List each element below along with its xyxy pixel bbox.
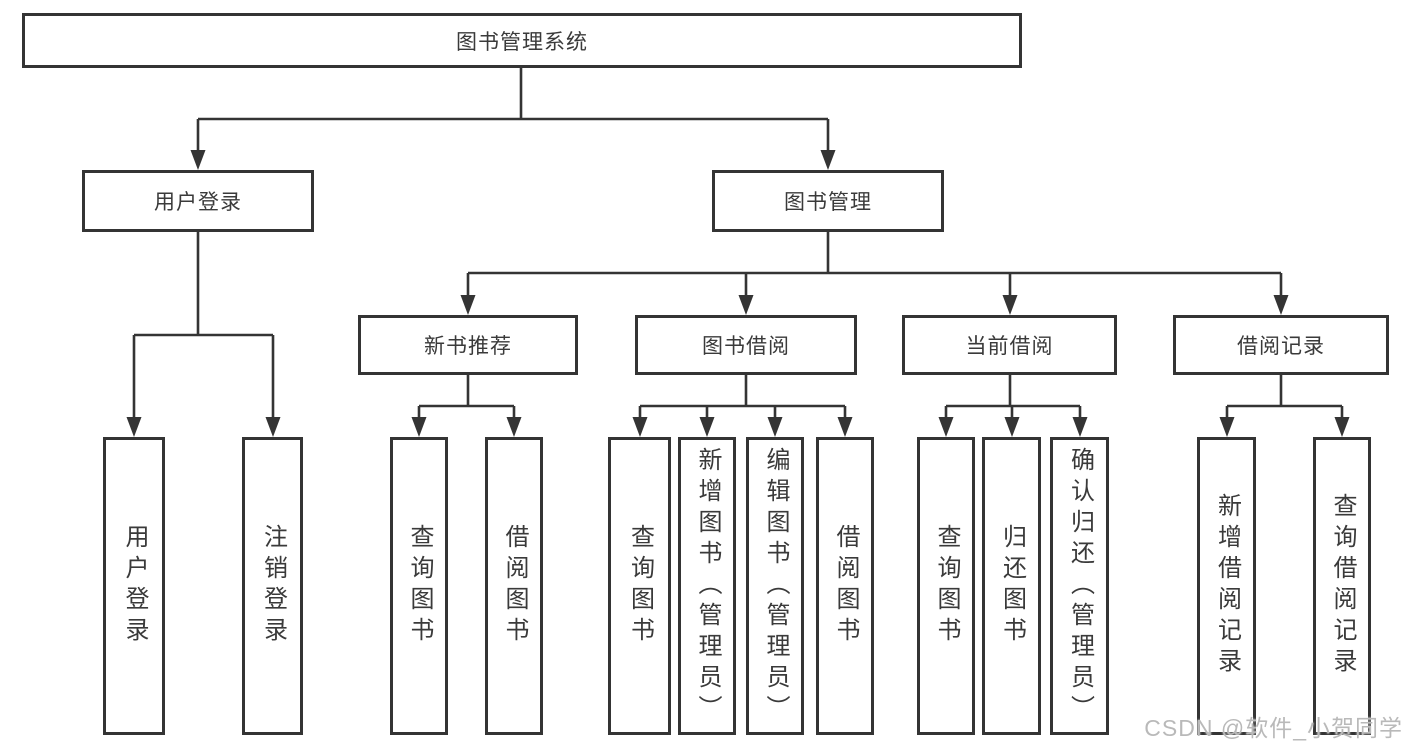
node-book-management: 图书管理 (712, 170, 944, 232)
node-book-borrowing: 图书借阅 (635, 315, 857, 375)
leaf-query-books-borrowing: 查询图书 (608, 437, 671, 735)
leaf-borrow-books-recommend: 借阅图书 (485, 437, 543, 735)
node-current-borrowing: 当前借阅 (902, 315, 1117, 375)
node-new-book-recommendation: 新书推荐 (358, 315, 578, 375)
node-user-login: 用户登录 (82, 170, 314, 232)
node-library-management-system: 图书管理系统 (22, 13, 1022, 68)
leaf-query-borrow-record: 查询借阅记录 (1313, 437, 1371, 735)
leaf-query-books-recommend: 查询图书 (390, 437, 448, 735)
leaf-add-book-admin: 新增图书（管理员） (678, 437, 736, 735)
leaf-confirm-return-admin: 确认归还（管理员） (1050, 437, 1109, 735)
leaf-return-books: 归还图书 (982, 437, 1041, 735)
leaf-user-login: 用户登录 (103, 437, 165, 735)
leaf-edit-book-admin: 编辑图书（管理员） (746, 437, 804, 735)
leaf-query-books-current: 查询图书 (917, 437, 975, 735)
node-borrowing-records: 借阅记录 (1173, 315, 1389, 375)
leaf-add-borrow-record: 新增借阅记录 (1197, 437, 1256, 735)
leaf-logout: 注销登录 (242, 437, 303, 735)
csdn-watermark: CSDN @软件_小贺同学 (1144, 715, 1403, 741)
leaf-borrow-books: 借阅图书 (816, 437, 874, 735)
